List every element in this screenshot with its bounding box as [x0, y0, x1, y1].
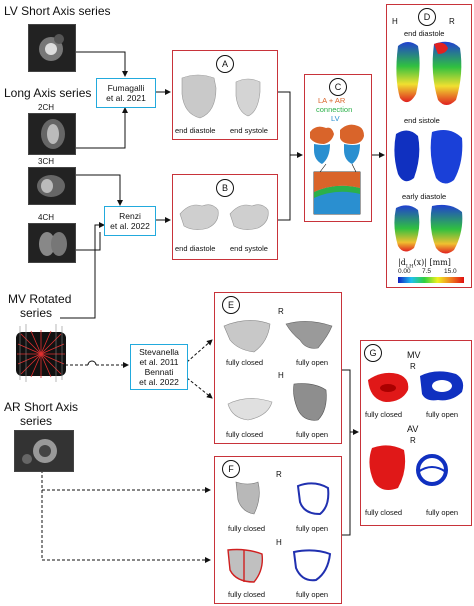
panel-d-end-diastole: end diastole: [404, 29, 445, 38]
ar-short-axis-title-1: AR Short Axis: [4, 400, 79, 414]
panel-e-fully-open-2: fully open: [296, 430, 329, 439]
ar-short-axis-image: [14, 430, 74, 472]
panel-d-tick-2: 15.0: [444, 268, 457, 275]
panel-g-fully-closed-1: fully closed: [365, 410, 403, 419]
panel-d-formula: |dLH(x)| [mm]: [398, 258, 451, 270]
citation-fumagalli-2: et al. 2021: [106, 93, 146, 103]
panel-d-formula-sub: LH: [405, 263, 414, 270]
citation-renzi-2: et al. 2022: [110, 221, 150, 231]
panel-a-shapes: [176, 72, 274, 122]
panel-d-early-diastole: early diastole: [402, 192, 447, 201]
mv-rotated-title-2: series: [20, 306, 53, 320]
panel-b-label: B: [216, 179, 234, 197]
panel-a-end-diastole: end diastole: [175, 126, 216, 135]
panel-e-label: E: [222, 296, 240, 314]
panel-f-shapes-1: [218, 478, 338, 520]
panel-f: [214, 456, 342, 604]
panel-f-fully-open-2: fully open: [296, 590, 329, 599]
panel-d-formula-b: (x)| [mm]: [413, 258, 451, 267]
citation-stevanella-2: et al. 2011: [139, 357, 179, 367]
panel-g-shapes-1: [362, 368, 468, 408]
panel-b-end-systole: end systole: [230, 244, 268, 253]
panel-g-mv: MV: [407, 350, 421, 360]
panel-e-shapes-2: [218, 380, 338, 426]
panel-e-fully-closed-2: fully closed: [226, 430, 264, 439]
panel-f-h: H: [276, 538, 282, 547]
panel-f-fully-closed-2: fully closed: [228, 590, 266, 599]
panel-g-av: AV: [407, 424, 419, 434]
panel-a-label: A: [216, 55, 234, 73]
panel-g-r-1: R: [410, 362, 416, 371]
view-3ch-label: 3CH: [38, 157, 55, 166]
panel-f-r: R: [276, 470, 282, 479]
panel-d-r: R: [449, 17, 455, 26]
view-2ch-image: [28, 113, 76, 155]
panel-g-fully-open-2: fully open: [426, 508, 459, 517]
panel-d-label: D: [418, 8, 436, 26]
panel-g-shapes-2: [362, 442, 468, 500]
lv-short-axis-title: LV Short Axis series: [4, 4, 111, 18]
panel-d-shapes-1: [388, 38, 468, 112]
ar-short-axis-title-2: series: [20, 414, 53, 428]
panel-f-fully-closed-1: fully closed: [228, 524, 266, 533]
panel-g-label: G: [364, 344, 382, 362]
panel-e-fully-closed-1: fully closed: [226, 358, 264, 367]
panel-g-r-2: R: [410, 436, 416, 445]
citation-stevanella: Stevanella et al. 2011 Bennati et al. 20…: [130, 344, 188, 390]
citation-stevanella-4: et al. 2022: [139, 377, 179, 387]
panel-d-shapes-3: [388, 202, 468, 258]
view-4ch-image: [28, 223, 76, 263]
panel-d-tick-1: 7.5: [422, 268, 432, 275]
citation-stevanella-3: Bennati: [144, 367, 174, 377]
panel-c-shapes: [306, 122, 368, 218]
view-3ch-image: [28, 167, 76, 205]
citation-fumagalli-1: Fumagalli: [107, 83, 145, 93]
lv-short-axis-image: [28, 24, 76, 72]
panel-f-fully-open-1: fully open: [296, 524, 329, 533]
panel-d-formula-a: |d: [398, 258, 406, 267]
panel-b-end-diastole: end diastole: [175, 244, 216, 253]
panel-c-label: C: [329, 78, 347, 96]
view-2ch-label: 2CH: [38, 103, 55, 112]
panel-f-label: F: [222, 460, 240, 478]
panel-g-fully-open-1: fully open: [426, 410, 459, 419]
mv-rotated-image: [16, 322, 66, 384]
panel-c-connection: connection: [316, 105, 353, 114]
panel-f-shapes-2: [218, 546, 338, 586]
panel-a-end-systole: end systole: [230, 126, 268, 135]
citation-renzi-1: Renzi: [119, 211, 141, 221]
mv-rotated-title-1: MV Rotated: [8, 292, 72, 306]
panel-c-la-ar: LA + AR: [318, 96, 346, 105]
long-axis-title: Long Axis series: [4, 86, 92, 100]
panel-c-lv: LV: [331, 114, 340, 123]
panel-d-h: H: [392, 17, 398, 26]
citation-fumagalli: Fumagalli et al. 2021: [96, 78, 156, 108]
panel-d-shapes-2: [388, 126, 468, 188]
panel-d-tick-0: 0.00: [398, 268, 411, 275]
panel-d-colorbar: [398, 277, 464, 283]
panel-e-h: H: [278, 371, 284, 380]
panel-g-fully-closed-2: fully closed: [365, 508, 403, 517]
panel-e: [214, 292, 342, 444]
panel-e-r: R: [278, 307, 284, 316]
view-4ch-label: 4CH: [38, 213, 55, 222]
panel-e-shapes-1: [218, 316, 338, 356]
panel-g: [360, 340, 472, 526]
panel-d-end-sistole: end sistole: [404, 116, 440, 125]
panel-e-fully-open-1: fully open: [296, 358, 329, 367]
citation-renzi: Renzi et al. 2022: [104, 206, 156, 236]
citation-stevanella-1: Stevanella: [139, 347, 179, 357]
panel-b-shapes: [176, 196, 274, 236]
